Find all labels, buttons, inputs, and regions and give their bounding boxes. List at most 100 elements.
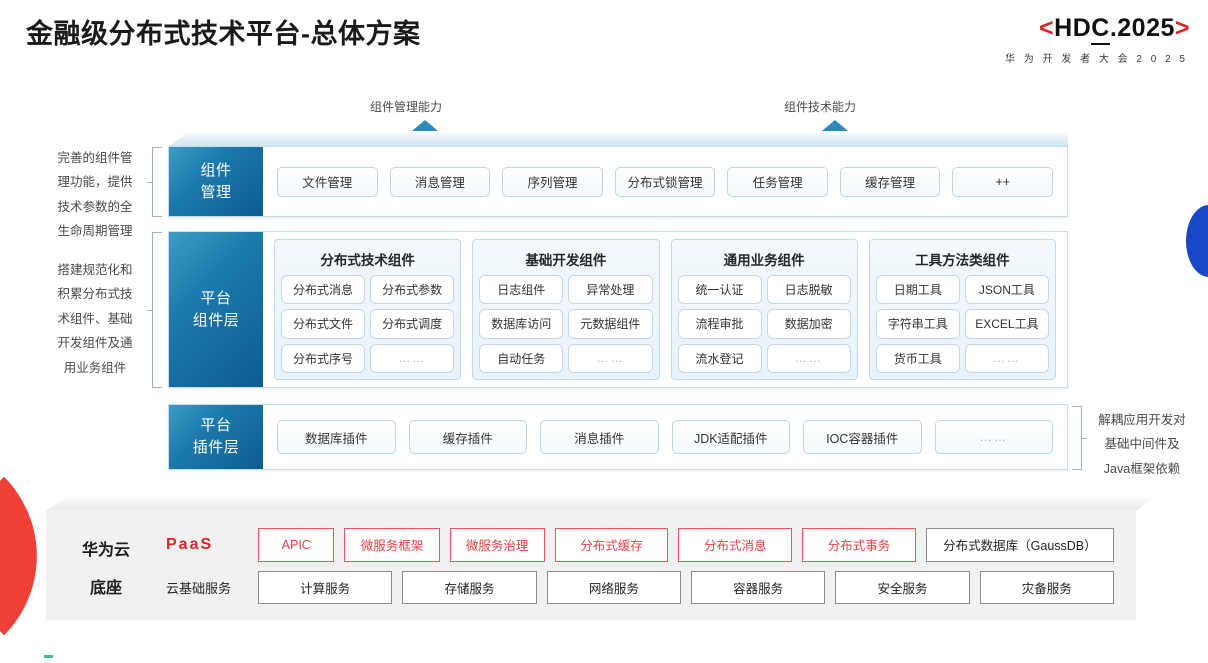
group-title-basic-dev: 基础开发组件 bbox=[525, 253, 607, 268]
chip-exception-handling[interactable]: 异常处理 bbox=[568, 275, 653, 305]
group-title-tool-method: 工具方法类组件 bbox=[915, 253, 1010, 268]
chip-distributed-file[interactable]: 分布式文件 bbox=[281, 309, 366, 339]
hdc-logo-main: <HDC.2025> bbox=[1005, 14, 1190, 45]
chip-process-approval[interactable]: 流程审批 bbox=[677, 309, 762, 339]
foundation-slab: 华为云 底座 PaaS APIC 微服务框架 微服务治理 分布式缓存 分布式消息… bbox=[46, 510, 1136, 620]
chip-distributed-lock-management[interactable]: 分布式锁管理 bbox=[614, 166, 716, 197]
chip-message-management[interactable]: 消息管理 bbox=[389, 166, 491, 197]
blue-lens-decoration bbox=[1186, 205, 1208, 277]
chip-date-tool[interactable]: 日期工具 bbox=[875, 275, 960, 305]
paas-label: PaaS bbox=[166, 535, 214, 553]
group-title-distributed-tech: 分布式技术组件 bbox=[320, 253, 415, 268]
side-note-left-bottom: 搭建规范化和 积累分布式技 术组件、基础 开发组件及通 用业务组件 bbox=[57, 263, 133, 375]
chip-log-component[interactable]: 日志组件 bbox=[479, 275, 564, 305]
foundation-cloud-row: 云基础服务 计算服务 存储服务 网络服务 容器服务 安全服务 灾备服务 bbox=[154, 570, 1114, 604]
group-grid-general-business: 统一认证 日志脱敏 流程审批 数据加密 流水登记 …… bbox=[677, 275, 851, 373]
chip-plugin-more[interactable]: …… bbox=[934, 420, 1053, 454]
chip-log-desensitization[interactable]: 日志脱敏 bbox=[766, 275, 851, 305]
foundation-paas-row: PaaS APIC 微服务框架 微服务治理 分布式缓存 分布式消息 分布式事务 … bbox=[154, 528, 1114, 562]
chip-distributed-parameter[interactable]: 分布式参数 bbox=[370, 275, 455, 305]
row-label-component-management: 组件 管理 bbox=[169, 147, 263, 216]
row-body-platform-component-layer: 分布式技术组件 分布式消息 分布式参数 分布式文件 分布式调度 分布式序号 ……… bbox=[263, 232, 1067, 387]
hdc-bracket-right-icon: > bbox=[1174, 14, 1190, 42]
chip-database-access[interactable]: 数据库访问 bbox=[479, 309, 564, 339]
hdc-logo-year: .2025 bbox=[1109, 14, 1175, 42]
page-title: 金融级分布式技术平台-总体方案 bbox=[26, 19, 421, 49]
chip-task-management[interactable]: 任务管理 bbox=[727, 166, 828, 197]
board-top-bevel bbox=[168, 131, 1068, 147]
chip-general-business-more[interactable]: …… bbox=[766, 343, 851, 373]
chip-data-encryption[interactable]: 数据加密 bbox=[766, 309, 851, 339]
cloud-items: 计算服务 存储服务 网络服务 容器服务 安全服务 灾备服务 bbox=[258, 570, 1114, 604]
box-distributed-cache[interactable]: 分布式缓存 bbox=[554, 528, 669, 562]
chip-tool-method-more[interactable]: …… bbox=[964, 343, 1049, 373]
arrow-label-component-technology: 组件技术能力 bbox=[784, 100, 857, 114]
box-compute-service[interactable]: 计算服务 bbox=[258, 570, 393, 604]
chip-unified-authentication[interactable]: 统一认证 bbox=[677, 275, 762, 305]
hdc-logo-hd: HD bbox=[1054, 14, 1092, 42]
group-grid-basic-dev: 日志组件 异常处理 数据库访问 元数据组件 自动任务 …… bbox=[479, 275, 653, 373]
chip-sequence-management[interactable]: 序列管理 bbox=[502, 166, 603, 197]
chip-auto-task[interactable]: 自动任务 bbox=[479, 343, 564, 373]
chip-file-management[interactable]: 文件管理 bbox=[277, 166, 378, 197]
chip-database-plugin[interactable]: 数据库插件 bbox=[277, 420, 396, 454]
box-security-service[interactable]: 安全服务 bbox=[835, 570, 970, 604]
row-component-management: 组件 管理 文件管理 消息管理 序列管理 分布式锁管理 任务管理 缓存管理 ++ bbox=[168, 146, 1068, 217]
foundation-title: 华为云 底座 bbox=[81, 542, 130, 597]
chip-metadata-component[interactable]: 元数据组件 bbox=[568, 309, 653, 339]
group-general-business-components: 通用业务组件 统一认证 日志脱敏 流程审批 数据加密 流水登记 …… bbox=[670, 239, 858, 380]
chip-more-plus[interactable]: ++ bbox=[952, 166, 1054, 197]
chip-distributed-schedule[interactable]: 分布式调度 bbox=[370, 309, 455, 339]
green-tick-decoration bbox=[44, 655, 53, 658]
hdc-bracket-left-icon: < bbox=[1039, 14, 1055, 42]
chip-transaction-record[interactable]: 流水登记 bbox=[677, 343, 762, 373]
row-body-platform-plugin-layer: 数据库插件 缓存插件 消息插件 JDK适配插件 IOC容器插件 …… bbox=[263, 405, 1067, 469]
slab-top-bevel bbox=[46, 494, 1158, 511]
chip-basic-dev-more[interactable]: …… bbox=[568, 343, 653, 373]
box-distributed-message[interactable]: 分布式消息 bbox=[678, 528, 793, 562]
group-basic-dev-components: 基础开发组件 日志组件 异常处理 数据库访问 元数据组件 自动任务 …… bbox=[472, 239, 660, 380]
box-apic[interactable]: APIC bbox=[258, 528, 335, 562]
hdc-logo: <HDC.2025> 华 为 开 发 者 大 会 2 0 2 5 bbox=[1005, 14, 1190, 65]
cloud-basic-service-label: 云基础服务 bbox=[166, 580, 232, 596]
hdc-logo-c-underlined: C bbox=[1091, 14, 1110, 45]
group-distributed-tech-components: 分布式技术组件 分布式消息 分布式参数 分布式文件 分布式调度 分布式序号 …… bbox=[274, 239, 462, 380]
side-note-right: 解耦应用开发对 基础中间件及 Java框架依赖 bbox=[1098, 413, 1186, 476]
bracket-right bbox=[1072, 406, 1087, 470]
box-distributed-transaction[interactable]: 分布式事务 bbox=[802, 528, 916, 562]
paas-items: APIC 微服务框架 微服务治理 分布式缓存 分布式消息 分布式事务 分布式数据… bbox=[258, 528, 1114, 562]
group-grid-tool-method: 日期工具 JSON工具 字符串工具 EXCEL工具 货币工具 …… bbox=[875, 275, 1049, 373]
row-platform-component-layer: 平台 组件层 分布式技术组件 分布式消息 分布式参数 分布式文件 分布式调度 分… bbox=[168, 231, 1068, 388]
group-tool-method-components: 工具方法类组件 日期工具 JSON工具 字符串工具 EXCEL工具 货币工具 …… bbox=[868, 239, 1056, 380]
chip-distributed-message[interactable]: 分布式消息 bbox=[281, 275, 366, 305]
box-distributed-database-gaussdb[interactable]: 分布式数据库（GaussDB） bbox=[925, 528, 1114, 562]
chip-currency-tool[interactable]: 货币工具 bbox=[875, 343, 960, 373]
chip-jdk-adapter-plugin[interactable]: JDK适配插件 bbox=[671, 420, 790, 454]
row-platform-plugin-layer: 平台 插件层 数据库插件 缓存插件 消息插件 JDK适配插件 IOC容器插件 …… bbox=[168, 404, 1068, 470]
box-network-service[interactable]: 网络服务 bbox=[546, 570, 681, 604]
chip-distributed-sequence[interactable]: 分布式序号 bbox=[281, 343, 366, 373]
box-storage-service[interactable]: 存储服务 bbox=[402, 570, 537, 604]
box-microservice-governance[interactable]: 微服务治理 bbox=[449, 528, 545, 562]
box-disaster-recovery-service[interactable]: 灾备服务 bbox=[979, 570, 1114, 604]
row-label-platform-component-layer: 平台 组件层 bbox=[169, 232, 263, 387]
box-microservice-framework[interactable]: 微服务框架 bbox=[344, 528, 440, 562]
chip-cache-plugin[interactable]: 缓存插件 bbox=[408, 420, 527, 454]
bracket-left-top bbox=[147, 147, 162, 217]
chip-cache-management[interactable]: 缓存管理 bbox=[839, 166, 941, 197]
group-grid-distributed-tech: 分布式消息 分布式参数 分布式文件 分布式调度 分布式序号 …… bbox=[281, 275, 455, 373]
chip-message-plugin[interactable]: 消息插件 bbox=[540, 420, 659, 454]
group-title-general-business: 通用业务组件 bbox=[723, 253, 805, 268]
foundation-rows: PaaS APIC 微服务框架 微服务治理 分布式缓存 分布式消息 分布式事务 … bbox=[154, 528, 1114, 604]
box-container-service[interactable]: 容器服务 bbox=[690, 570, 826, 604]
chip-json-tool[interactable]: JSON工具 bbox=[964, 275, 1049, 305]
chip-excel-tool[interactable]: EXCEL工具 bbox=[964, 309, 1049, 339]
arrow-label-component-management: 组件管理能力 bbox=[370, 100, 443, 114]
hdc-logo-subtitle: 华 为 开 发 者 大 会 2 0 2 5 bbox=[1004, 54, 1188, 65]
chip-ioc-container-plugin[interactable]: IOC容器插件 bbox=[803, 420, 922, 454]
row-body-component-management: 文件管理 消息管理 序列管理 分布式锁管理 任务管理 缓存管理 ++ bbox=[263, 147, 1067, 216]
chip-string-tool[interactable]: 字符串工具 bbox=[875, 309, 960, 339]
row-label-platform-plugin-layer: 平台 插件层 bbox=[169, 405, 263, 469]
chip-distributed-more[interactable]: …… bbox=[370, 343, 455, 373]
